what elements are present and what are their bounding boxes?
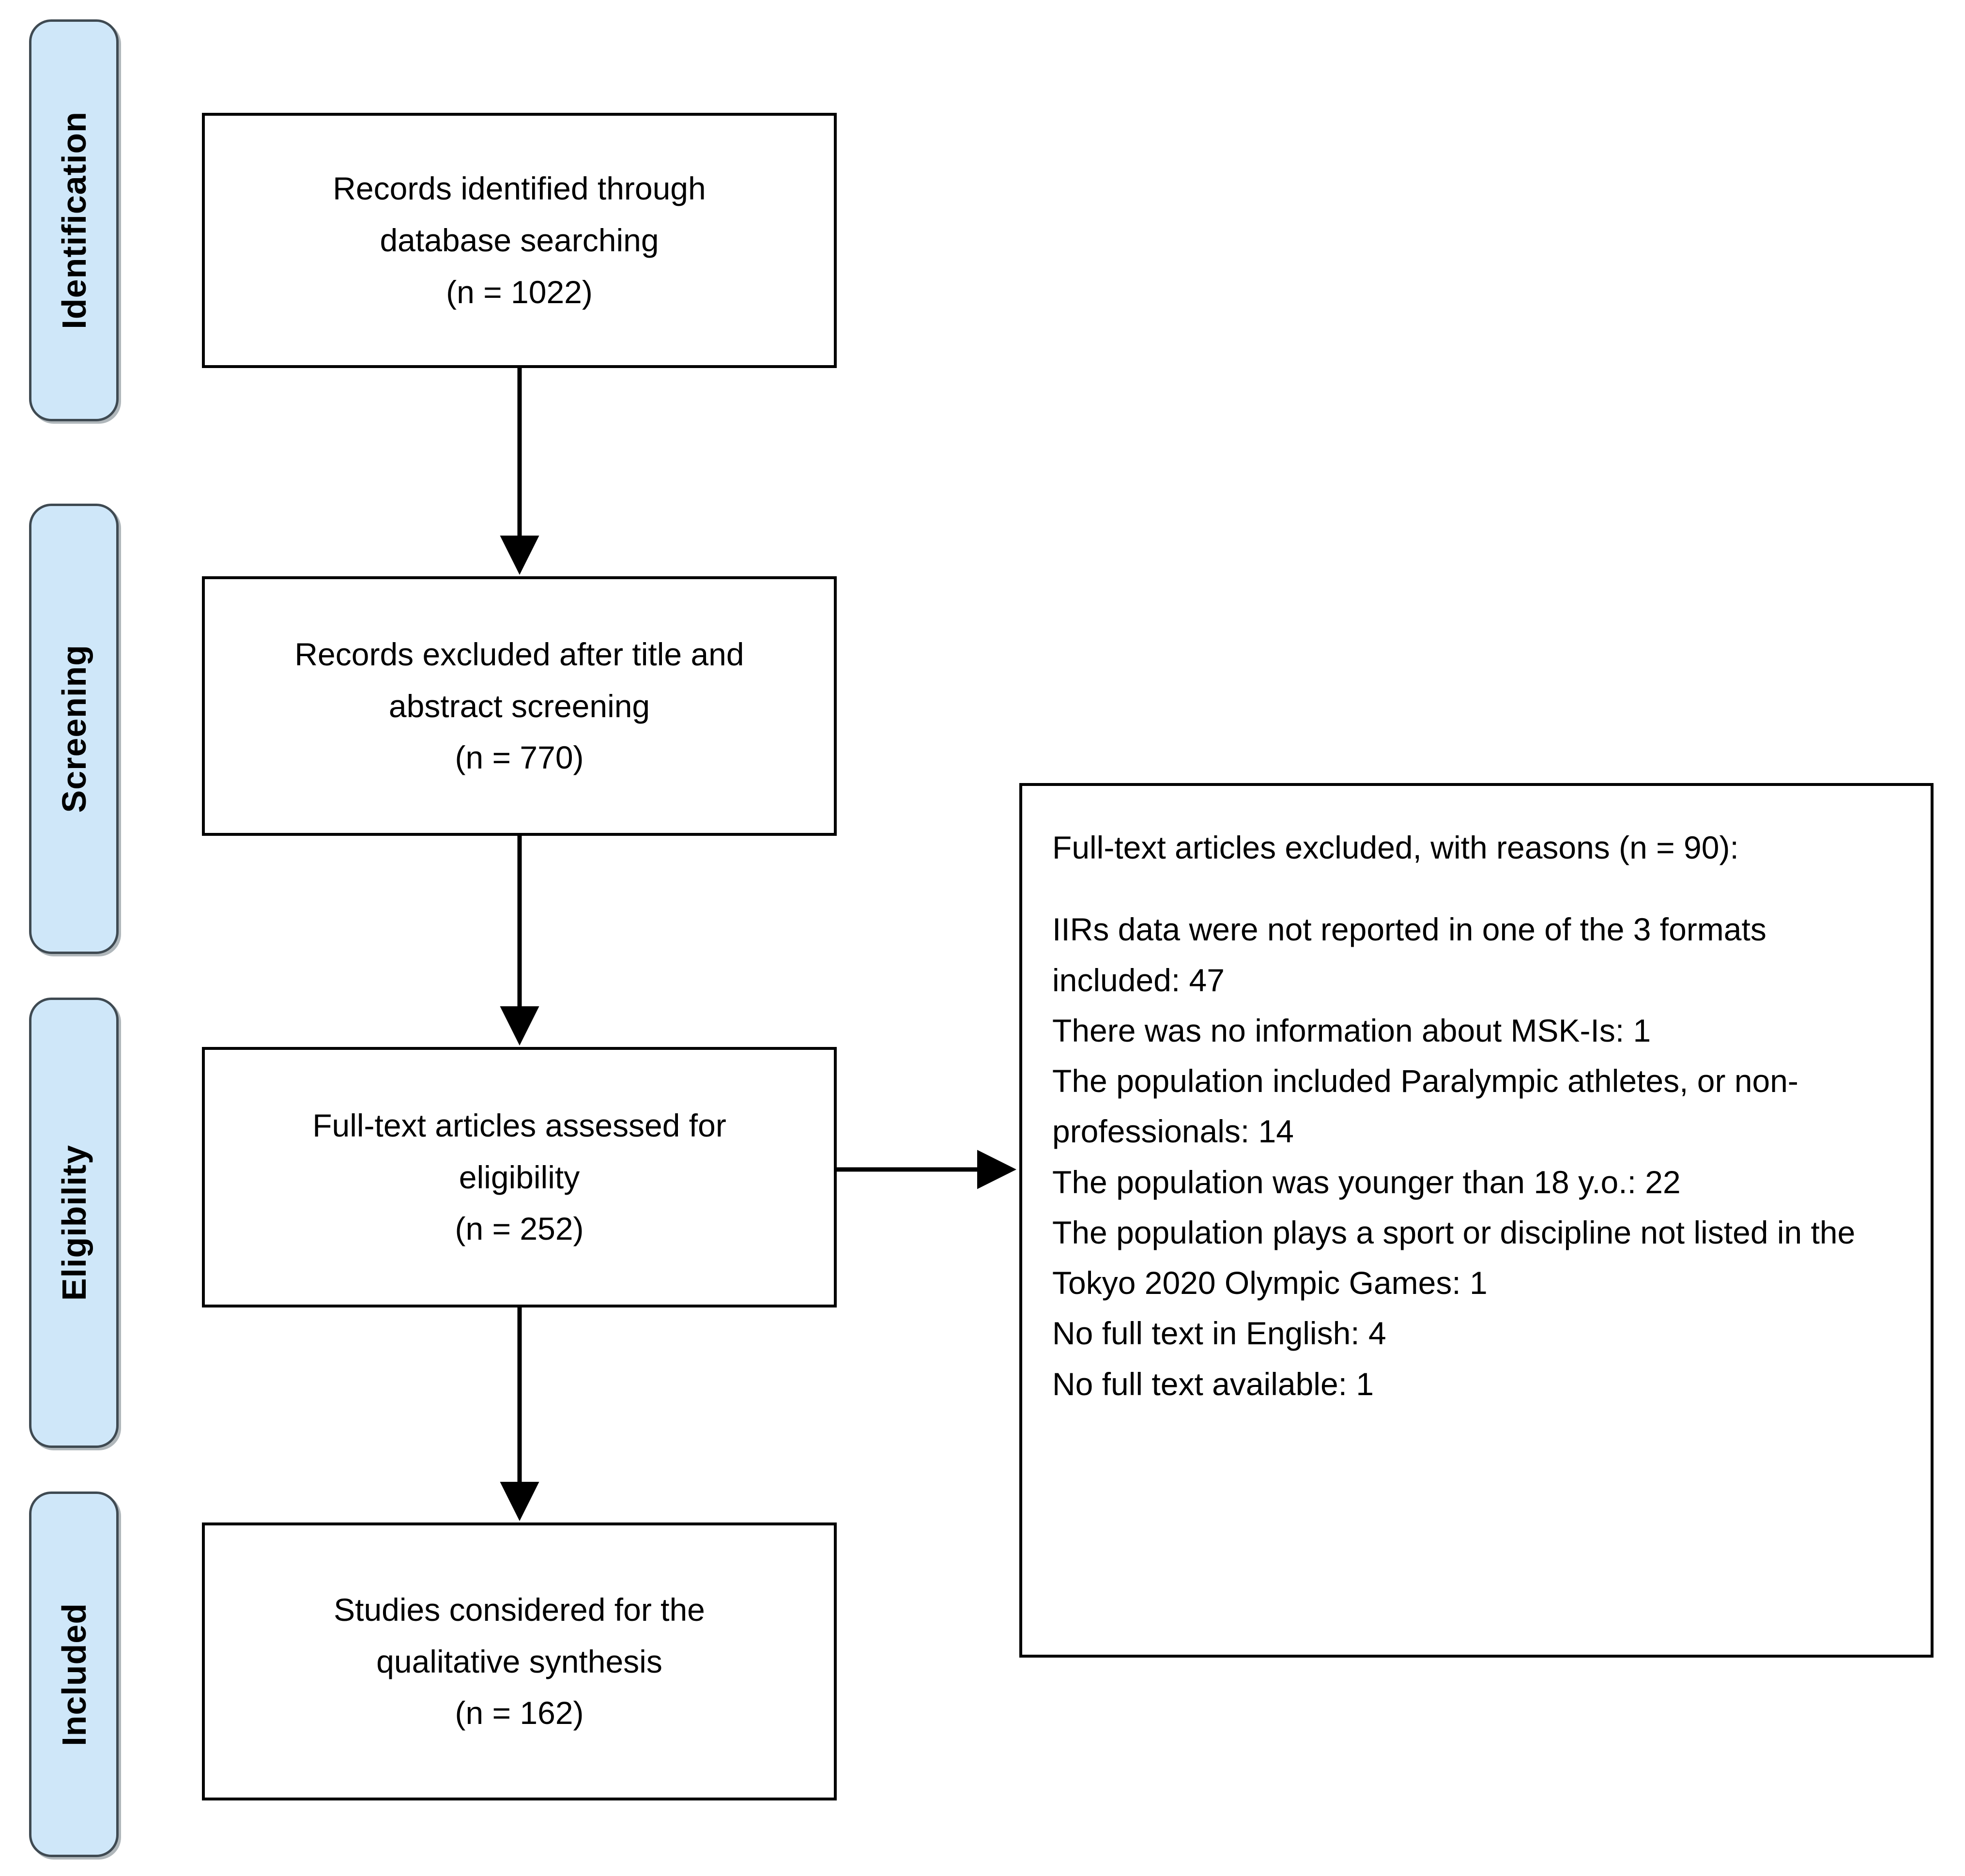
stage-pill-eligibility: Eligibility <box>29 998 119 1448</box>
stage-pill-included: Included <box>29 1492 119 1857</box>
stage-pill-screening: Screening <box>29 504 119 954</box>
flow-box-line: Records identified through <box>333 170 706 207</box>
stage-label-eligibility: Eligibility <box>55 1144 93 1301</box>
flow-box-line: database searching <box>380 222 659 259</box>
flow-box-count: (n = 162) <box>455 1695 584 1731</box>
fulltext-exclusion-reasons-panel: Full-text articles excluded, with reason… <box>1019 783 1934 1658</box>
reason-item: The population plays a sport or discipli… <box>1052 1214 1856 1301</box>
reason-item: The population was younger than 18 y.o.:… <box>1052 1164 1681 1200</box>
flow-box-count: (n = 252) <box>455 1211 584 1247</box>
flow-box-line: qualitative synthesis <box>376 1643 662 1679</box>
stage-label-identification: Identification <box>55 111 93 329</box>
reasons-panel-spacer <box>1052 872 1902 904</box>
flow-box-line: Studies considered for the <box>334 1591 705 1628</box>
flow-box-line: eligibility <box>459 1159 580 1195</box>
reason-item: The population included Paralympic athle… <box>1052 1063 1798 1150</box>
stage-label-screening: Screening <box>55 645 93 813</box>
reason-item: No full text in English: 4 <box>1052 1315 1386 1352</box>
reasons-panel-title: Full-text articles excluded, with reason… <box>1052 830 1739 865</box>
flow-box-line: abstract screening <box>388 688 650 724</box>
flow-box-records-identified: Records identified through database sear… <box>202 113 837 368</box>
reason-item: There was no information about MSK-Is: 1 <box>1052 1012 1651 1048</box>
flow-box-line: Full-text articles assessed for <box>312 1107 726 1143</box>
flow-box-studies-included: Studies considered for the qualitative s… <box>202 1522 837 1800</box>
stage-label-included: Included <box>55 1602 93 1746</box>
flow-box-count: (n = 1022) <box>446 274 593 310</box>
stage-pill-identification: Identification <box>29 19 119 421</box>
flow-box-fulltext-assessed: Full-text articles assessed for eligibil… <box>202 1047 837 1307</box>
flow-box-count: (n = 770) <box>455 739 584 776</box>
flow-box-line: Records excluded after title and <box>294 636 744 672</box>
flow-box-records-excluded: Records excluded after title and abstrac… <box>202 576 837 836</box>
reason-item: IIRs data were not reported in one of th… <box>1052 911 1766 998</box>
reason-item: No full text available: 1 <box>1052 1366 1374 1402</box>
